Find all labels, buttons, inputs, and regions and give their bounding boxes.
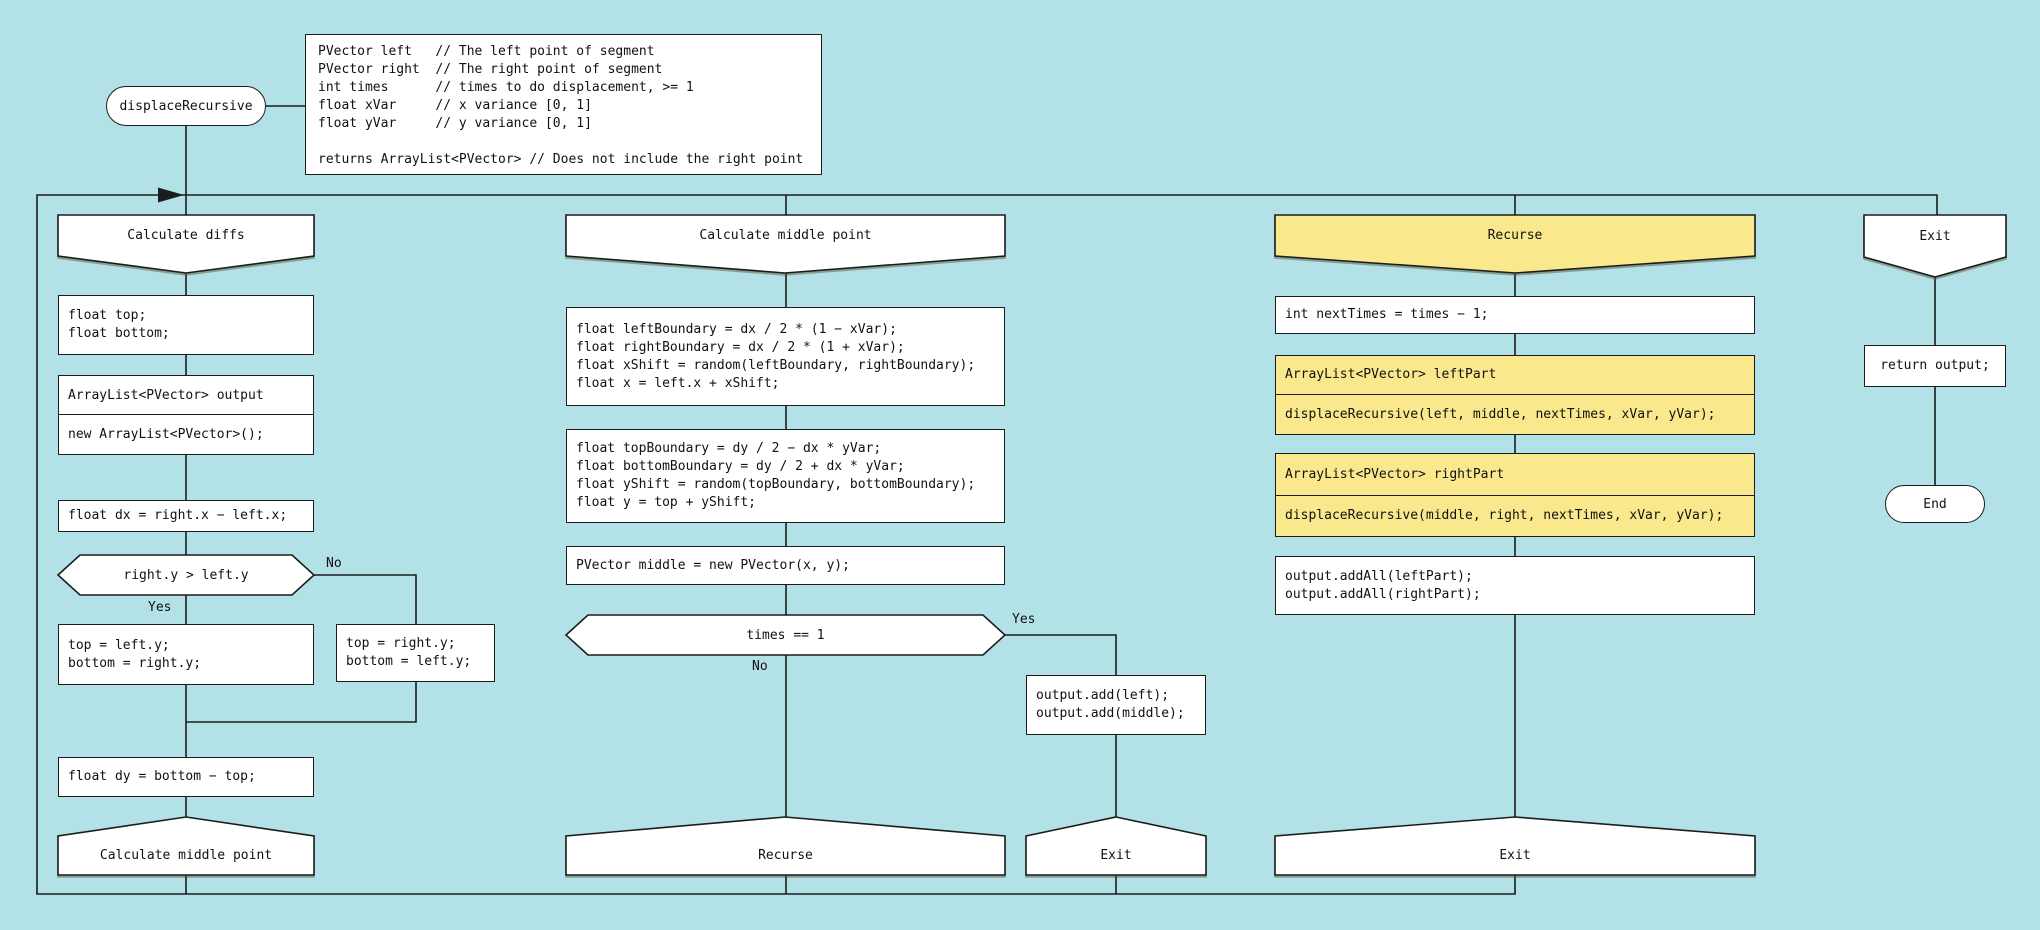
action-make-middle: PVector middle = new PVector(x, y); [566, 546, 1005, 585]
yes-branch-label: Yes [148, 600, 172, 615]
branch-header-calculate-middle-point: Calculate middle point [565, 214, 1006, 274]
call-right-part-recursive-call: displaceRecursive(middle, right, nextTim… [1275, 495, 1755, 537]
action-base-case-add: output.add(left); output.add(middle); [1026, 675, 1206, 735]
branch-header-label: Recurse [1487, 228, 1543, 243]
address-label: Exit [1499, 848, 1531, 863]
column-1-connectors [185, 273, 417, 894]
column-2-connectors [785, 195, 1117, 894]
branch-header-label: Calculate diffs [127, 228, 245, 243]
branch-header-label: Exit [1919, 228, 1951, 244]
action-assign-no: top = right.y; bottom = left.y; [336, 624, 495, 682]
signature-comment: PVector left // The left point of segmen… [305, 34, 822, 175]
start-connectors [185, 105, 305, 215]
action-calc-dy: float dy = bottom − top; [58, 757, 314, 797]
call-left-part-declaration: ArrayList<PVector> leftPart [1275, 355, 1755, 395]
branch-header-exit: Exit [1863, 214, 2007, 278]
action-calc-x: float leftBoundary = dx / 2 * (1 − xVar)… [566, 307, 1005, 406]
action-combine-parts: output.addAll(leftPart); output.addAll(r… [1275, 556, 1755, 615]
call-right-part-declaration: ArrayList<PVector> rightPart [1275, 453, 1755, 496]
action-output-declaration: ArrayList<PVector> output [58, 375, 314, 416]
call-left-part-recursive-call: displaceRecursive(left, middle, nextTime… [1275, 394, 1755, 435]
address-label: Recurse [758, 848, 813, 863]
address-exit-base-case: Exit [1025, 816, 1207, 876]
action-next-times: int nextTimes = times − 1; [1275, 296, 1755, 334]
branch-header-calculate-diffs: Calculate diffs [57, 214, 315, 274]
address-exit-after-recurse: Exit [1274, 816, 1756, 876]
action-calc-y: float topBoundary = dy / 2 − dx * yVar; … [566, 429, 1005, 523]
action-calc-dx: float dx = right.x − left.x; [58, 500, 314, 532]
start-node: displaceRecursive [106, 86, 266, 126]
address-label: Calculate middle point [99, 848, 273, 863]
no-branch-label: No [326, 556, 342, 571]
action-declare-top-bottom: float top; float bottom; [58, 295, 314, 355]
loop-frame [36, 187, 1938, 895]
end-node: End [1885, 485, 1985, 523]
no-branch-label: No [752, 659, 768, 674]
decision-label: times == 1 [746, 627, 825, 643]
address-label: Exit [1100, 848, 1132, 863]
branch-header-recurse: Recurse [1274, 214, 1756, 274]
action-assign-yes: top = left.y; bottom = right.y; [58, 624, 314, 685]
action-return-output: return output; [1864, 345, 2006, 387]
flow-direction-arrow-icon [158, 187, 184, 203]
decision-label: right.y > left.y [123, 567, 249, 583]
yes-branch-label: Yes [1012, 612, 1036, 627]
action-output-initialization: new ArrayList<PVector>(); [58, 414, 314, 455]
decision-times-equals-1: times == 1 [564, 614, 1007, 656]
branch-header-label: Calculate middle point [699, 228, 872, 243]
address-recurse: Recurse [565, 816, 1006, 876]
decision-righty-gt-lefty: right.y > left.y [56, 554, 316, 596]
address-calculate-middle-point: Calculate middle point [57, 816, 315, 876]
